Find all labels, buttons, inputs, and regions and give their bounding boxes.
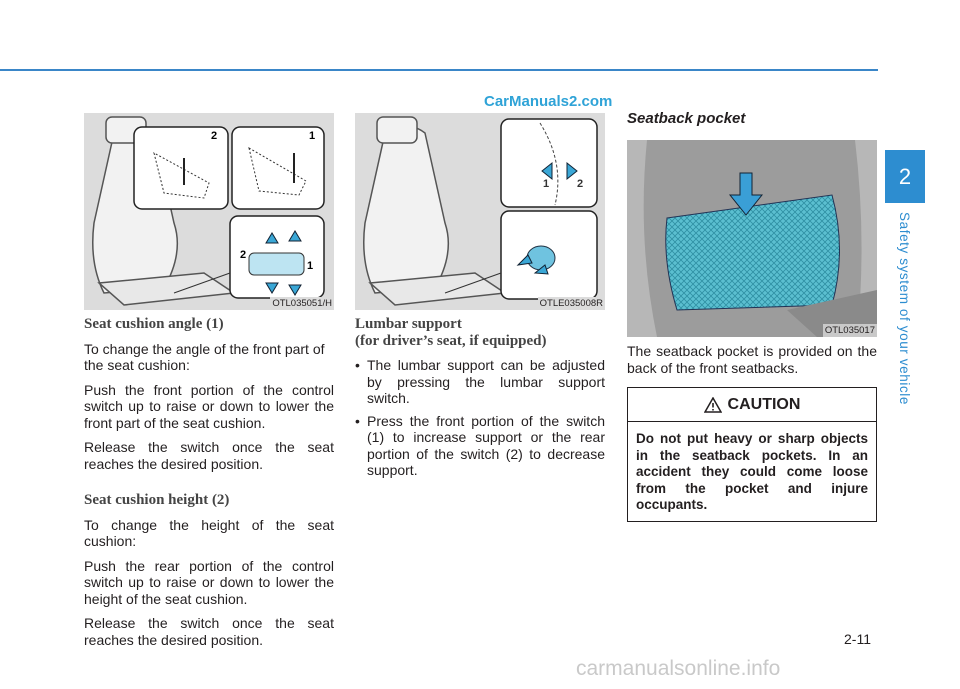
paragraph: To change the height of the seat cushion… <box>84 516 334 550</box>
heading-seat-cushion-height: Seat cushion height (2) <box>84 492 230 508</box>
fig2-label-2: 2 <box>577 178 583 190</box>
list-item: • The lumbar support can be adjust­ed by… <box>355 357 605 407</box>
figure-seatback-pocket: OTL035017 <box>627 140 877 337</box>
heading-lumbar-support-note: (for driver’s seat, if equipped) <box>355 332 547 349</box>
fig1-label-d: 1 <box>307 260 313 272</box>
page-number: 2-11 <box>844 631 871 647</box>
warning-triangle-icon <box>703 396 722 413</box>
watermark-top: CarManuals2.com <box>484 93 613 110</box>
column-seatback-pocket: The seatback pocket is provided on the b… <box>627 343 877 384</box>
fig1-label-c: 2 <box>240 249 246 261</box>
figure-code: OTLE035008R <box>537 297 605 310</box>
seatback-pocket-illustration <box>627 140 877 337</box>
heading-seatback-pocket: Seatback pocket <box>627 110 746 127</box>
figure-lumbar-support: 1 2 OTLE035008R <box>355 113 605 310</box>
column-lumbar-support: Lumbar support (for driver’s seat, if eq… <box>355 316 605 485</box>
caution-text: Do not put heavy or sharp objects in the… <box>636 431 868 512</box>
paragraph: To change the angle of the front part of… <box>84 340 325 374</box>
list-item-text: Press the front portion of the switch (1… <box>367 412 605 479</box>
paragraph: Push the rear portion of the control swi… <box>84 557 334 607</box>
chapter-title: Safety system of your vehicle <box>897 212 912 405</box>
fig1-label-a: 2 <box>211 130 217 142</box>
lumbar-illustration: 1 2 <box>363 116 598 306</box>
paragraph: The seatback pocket is provided on the b… <box>627 343 877 376</box>
top-rule <box>0 69 878 71</box>
bullet-icon: • <box>355 357 360 373</box>
fig1-label-b: 1 <box>309 130 315 142</box>
chapter-tab: 2 <box>885 150 925 203</box>
column-seat-cushion: Seat cushion angle (1) To change the ang… <box>84 316 334 656</box>
figure-code: OTL035017 <box>822 324 877 337</box>
bullet-icon: • <box>355 412 360 429</box>
heading-lumbar-support: Lumbar support <box>355 316 462 332</box>
heading-seat-cushion-angle: Seat cushion angle (1) <box>84 316 224 332</box>
caution-box: CAUTION Do not put heavy or sharp object… <box>627 387 877 522</box>
figure-seat-cushion: 2 1 2 1 OTL035051/H <box>84 113 334 310</box>
list-item: • Press the front portion of the switch … <box>355 413 605 479</box>
caution-header: CAUTION <box>628 388 876 422</box>
paragraph: Push the front portion of the control sw… <box>84 381 334 431</box>
figure-code: OTL035051/H <box>270 297 334 310</box>
paragraph: Release the switch once the seat reaches… <box>84 439 334 472</box>
seat-cushion-illustration: 2 1 2 1 <box>92 116 325 306</box>
watermark-bottom: carmanualsonline.info <box>576 657 781 680</box>
paragraph: Release the switch once the seat reaches… <box>84 615 334 648</box>
caution-title: CAUTION <box>727 395 801 413</box>
list-item-text: The lumbar support can be adjust­ed by p… <box>367 357 605 406</box>
chapter-number: 2 <box>898 164 912 189</box>
fig2-label-1: 1 <box>543 178 549 190</box>
